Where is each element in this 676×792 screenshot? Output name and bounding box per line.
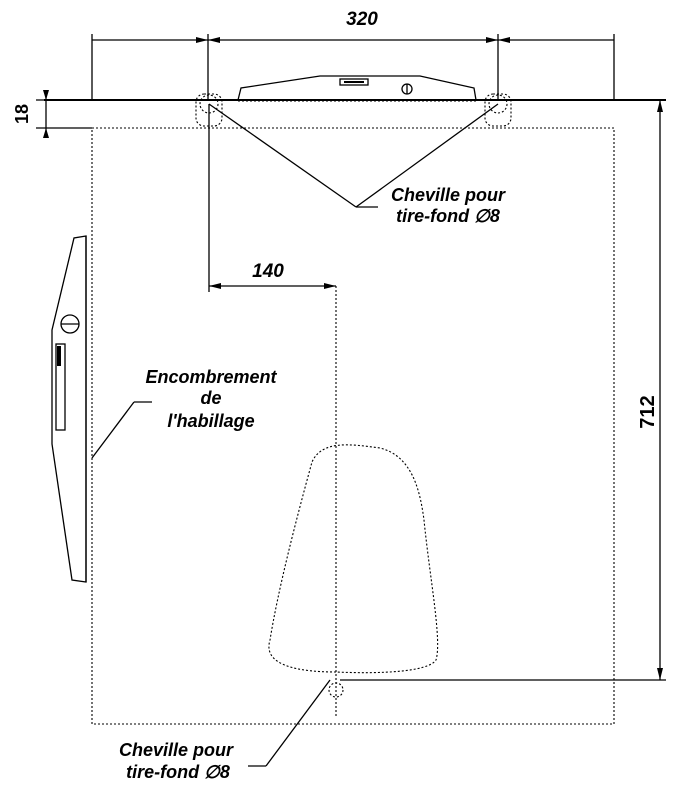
dimension-top-width: 320: [91, 9, 615, 100]
anchor-top-leader: [208, 103, 499, 208]
clearance-label-line3: l'habillage: [167, 411, 254, 431]
dimension-left-height: 18: [12, 90, 92, 138]
cover-side-view: [51, 235, 87, 583]
dimension-offset: 140: [208, 104, 336, 292]
anchor-top-label-line1: Cheville pour: [391, 185, 506, 205]
anchor-bottom-label-line2: tire-fond ∅8: [126, 762, 230, 782]
anchor-top-label-line2: tire-fond ∅8: [396, 206, 500, 226]
dimension-140-text: 140: [252, 261, 284, 282]
anchor-top-right: [484, 93, 512, 127]
dimension-712-text: 712: [637, 395, 659, 428]
clearance-label-line2: de: [200, 388, 221, 408]
anchor-bottom-label-line1: Cheville pour: [119, 740, 234, 760]
dimension-320-text: 320: [346, 9, 378, 30]
clearance-label-line1: Encombrement: [145, 367, 277, 387]
anchor-bottom: [248, 679, 344, 767]
bowl-outline: [268, 444, 439, 674]
anchor-top-left: [195, 93, 223, 127]
clearance-outline: [91, 127, 615, 725]
cover-top-view: [237, 75, 477, 102]
dimension-right-height: 712: [340, 99, 666, 681]
dimension-18-text: 18: [12, 104, 32, 124]
clearance-leader: [91, 401, 135, 459]
